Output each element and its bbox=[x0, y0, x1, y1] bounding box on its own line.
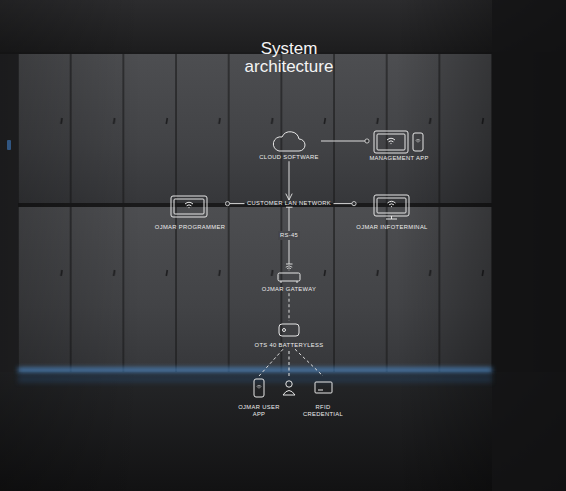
lock-icon bbox=[279, 324, 299, 336]
connectors bbox=[228, 141, 368, 376]
node-label: CLOUD SOFTWARE bbox=[259, 154, 318, 161]
dashed-link bbox=[289, 351, 290, 377]
diagram-title: System architecture bbox=[229, 40, 349, 76]
blue-glow bbox=[18, 368, 492, 372]
connector bbox=[321, 141, 367, 142]
node-label: CUSTOMER LAN NETWORK bbox=[247, 200, 331, 207]
node-label: OTS 40 BATTERYLESS bbox=[255, 342, 324, 349]
connector bbox=[228, 203, 245, 204]
dark-wall bbox=[492, 0, 566, 491]
phone-icon bbox=[254, 379, 264, 397]
terminal-node: OJMAR INFOTERMINAL bbox=[354, 193, 430, 231]
credential-node: RFID CREDENTIAL bbox=[297, 376, 349, 418]
user-app-node: OJMAR USER APP bbox=[236, 376, 282, 418]
management-icon bbox=[374, 131, 423, 153]
connector bbox=[334, 203, 355, 204]
wireless-link bbox=[259, 349, 283, 376]
node-label: OJMAR PROGRAMMER bbox=[155, 224, 225, 231]
wireless-link bbox=[289, 293, 290, 321]
infoterminal-icon bbox=[374, 195, 409, 219]
node-label: RFID CREDENTIAL bbox=[299, 404, 347, 418]
gateway-icon bbox=[278, 266, 300, 283]
programmer-node: OJMAR PROGRAMMER bbox=[153, 193, 228, 231]
node-label: OJMAR USER APP bbox=[238, 404, 280, 418]
edge-label: RS-45 bbox=[278, 231, 300, 240]
network-band: CUSTOMER LAN NETWORK bbox=[245, 200, 334, 207]
node-label: OJMAR GATEWAY bbox=[262, 286, 316, 293]
cloud-icon bbox=[273, 132, 305, 151]
card-icon bbox=[315, 382, 332, 393]
app-node: MANAGEMENT APP bbox=[367, 128, 431, 162]
person-icon bbox=[283, 381, 295, 395]
gateway-node: OJMAR GATEWAY bbox=[260, 264, 319, 293]
connector bbox=[289, 161, 290, 200]
node-label: MANAGEMENT APP bbox=[369, 155, 428, 162]
node-label: OJMAR INFOTERMINAL bbox=[356, 224, 427, 231]
lock-node: OTS 40 BATTERYLESS bbox=[253, 321, 326, 349]
programmer-icon bbox=[171, 196, 207, 217]
wireless-link bbox=[295, 349, 323, 376]
cloud-node: CLOUD SOFTWARE bbox=[257, 128, 321, 161]
